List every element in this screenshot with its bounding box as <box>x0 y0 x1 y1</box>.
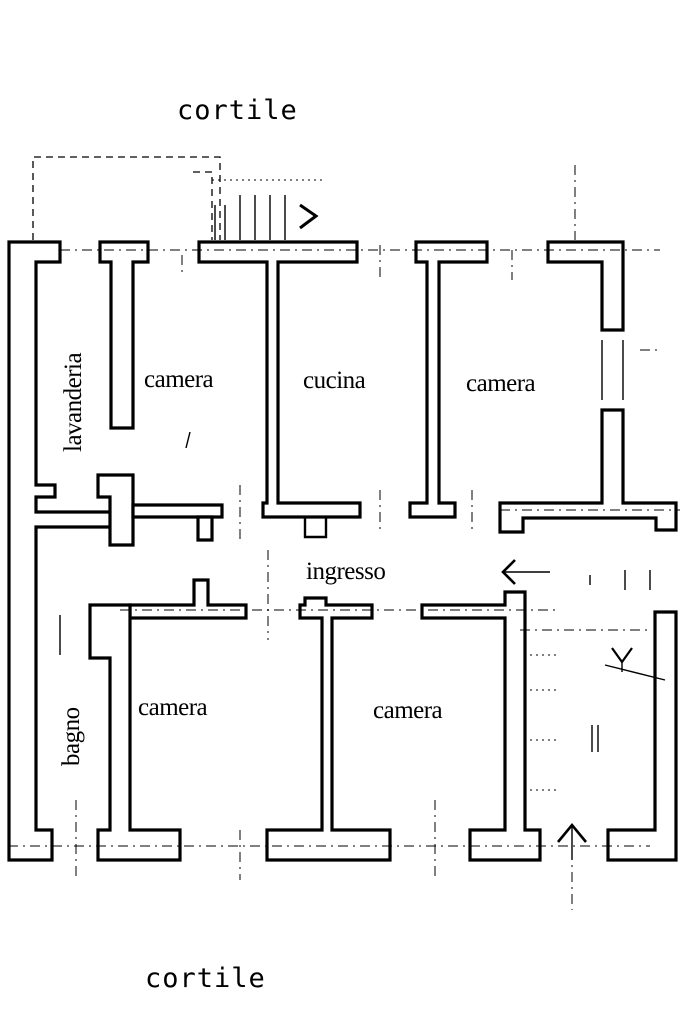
entrance-room-label: ingresso <box>306 558 386 585</box>
bottom-right-wall <box>420 590 542 862</box>
camera-top-right-label: camera <box>466 370 536 397</box>
entry-arrow-icon <box>501 559 633 860</box>
courtyard-top-label: cortile <box>177 95 298 126</box>
bath-room-label: bagno <box>58 707 85 766</box>
far-right-wall <box>606 610 678 862</box>
construction-lines <box>8 165 680 910</box>
camera-bottom-right-label: camera <box>373 697 443 724</box>
left-outer-wall <box>7 240 122 862</box>
courtyard-bottom-label: cortile <box>145 963 266 994</box>
bottom-camera-partition-wall <box>265 596 392 862</box>
corridor-walls <box>128 503 248 620</box>
bath-partition-wall <box>88 603 182 862</box>
laundry-room-label: lavanderia <box>60 352 87 452</box>
dashed-terrace-outline <box>32 156 322 240</box>
camera-top-left-label: camera <box>144 366 214 393</box>
camera-bottom-left-label: camera <box>138 694 208 721</box>
laundry-partition-wall <box>96 240 150 547</box>
kitchen-left-wall <box>197 240 362 539</box>
right-outer-wall <box>498 240 678 534</box>
kitchen-right-wall <box>408 240 489 519</box>
kitchen-room-label: cucina <box>303 367 366 394</box>
